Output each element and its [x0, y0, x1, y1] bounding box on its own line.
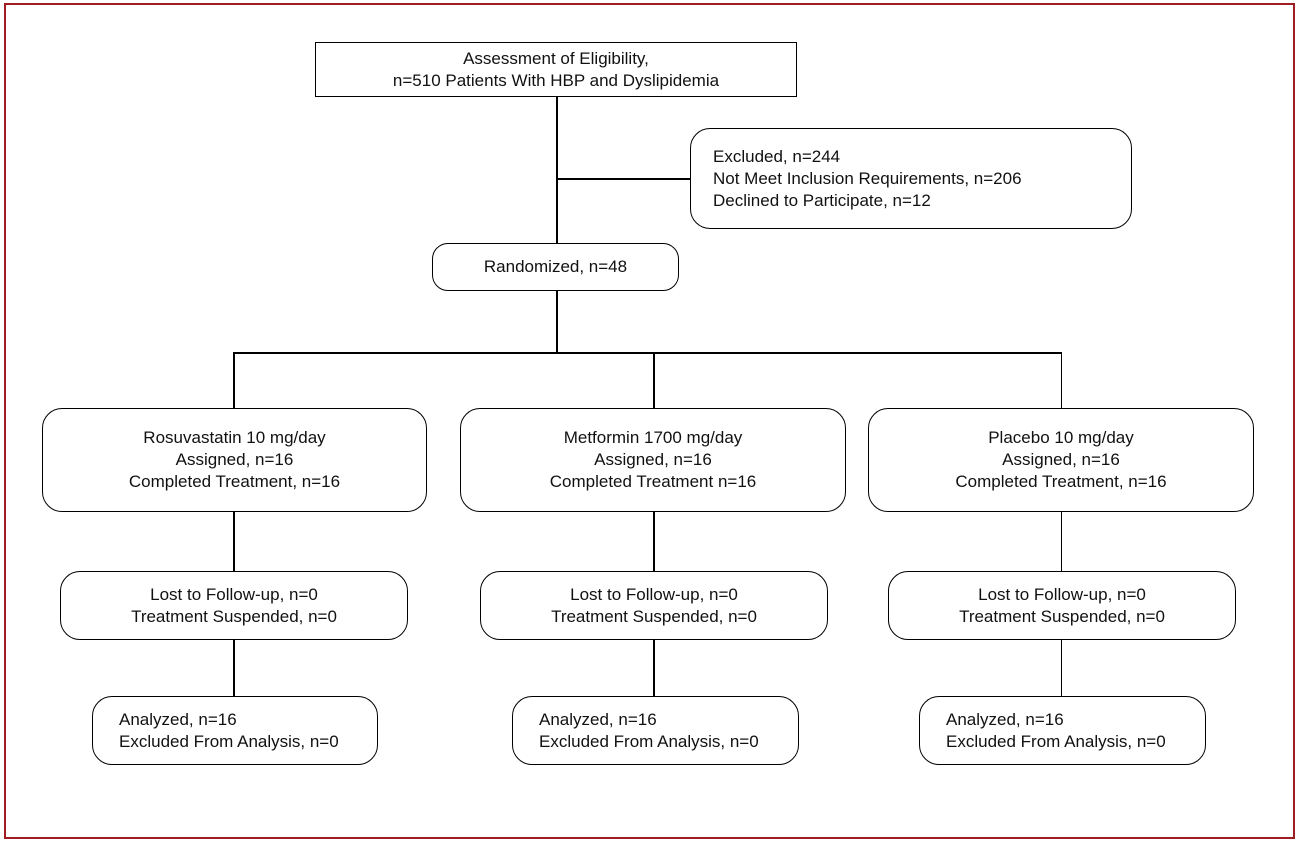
text-line: Analyzed, n=16	[946, 709, 1064, 729]
text-line: Assigned, n=16	[594, 450, 712, 469]
box-randomized: Randomized, n=48	[432, 243, 679, 291]
text-line: Analyzed, n=16	[119, 709, 237, 729]
text-line: Analyzed, n=16	[539, 709, 657, 729]
connector-followup1-to-analysis1	[233, 639, 235, 696]
connector-drop-middle	[653, 352, 655, 409]
text-line: Placebo 10 mg/day	[988, 428, 1134, 447]
text-line: Excluded From Analysis, n=0	[119, 731, 339, 751]
text-line: Declined to Participate, n=12	[713, 190, 931, 210]
text-line: Treatment Suspended, n=0	[959, 606, 1165, 626]
connector-branch-horizontal	[233, 352, 1062, 354]
text-line: Metformin 1700 mg/day	[563, 428, 743, 447]
text-line: Lost to Follow-up, n=0	[978, 584, 1146, 604]
text-line: Lost to Follow-up, n=0	[570, 584, 738, 604]
box-arm-rosuvastatin: Rosuvastatin 10 mg/day Assigned, n=16 Co…	[42, 408, 427, 512]
box-arm-placebo: Placebo 10 mg/day Assigned, n=16 Complet…	[868, 408, 1254, 512]
text-line: Completed Treatment n=16	[549, 472, 757, 491]
connector-randomized-down	[556, 291, 558, 353]
text-line: Not Meet Inclusion Requirements, n=206	[713, 168, 1022, 188]
text-line: Completed Treatment, n=16	[128, 472, 341, 491]
text-line: Excluded, n=244	[713, 146, 841, 166]
box-arm-metformin: Metformin 1700 mg/day Assigned, n=16 Com…	[460, 408, 846, 512]
connector-arm1-to-followup1	[233, 511, 235, 571]
connector-followup3-to-analysis3	[1060, 639, 1063, 696]
text-line: Treatment Suspended, n=0	[551, 606, 757, 626]
box-followup-2: Lost to Follow-up, n=0 Treatment Suspend…	[480, 571, 828, 640]
box-followup-1: Lost to Follow-up, n=0 Treatment Suspend…	[60, 571, 408, 640]
connector-arm3-to-followup3	[1060, 511, 1063, 571]
text-line: Assigned, n=16	[1002, 450, 1120, 469]
box-excluded: Excluded, n=244 Not Meet Inclusion Requi…	[690, 128, 1132, 229]
box-eligibility: Assessment of Eligibility, n=510 Patient…	[315, 42, 797, 97]
box-analysis-3: Analyzed, n=16 Excluded From Analysis, n…	[919, 696, 1206, 765]
text-line: Assessment of Eligibility,	[463, 48, 649, 68]
connector-drop-left	[233, 352, 235, 409]
text-line: Excluded From Analysis, n=0	[946, 731, 1166, 751]
connector-followup2-to-analysis2	[653, 639, 655, 696]
text-line: Excluded From Analysis, n=0	[539, 731, 759, 751]
text-line: Treatment Suspended, n=0	[131, 606, 337, 626]
connector-drop-right	[1060, 352, 1063, 409]
connector-eligibility-to-randomized	[556, 97, 558, 245]
connector-to-excluded	[556, 178, 690, 180]
box-analysis-2: Analyzed, n=16 Excluded From Analysis, n…	[512, 696, 799, 765]
connector-arm2-to-followup2	[653, 511, 655, 571]
box-followup-3: Lost to Follow-up, n=0 Treatment Suspend…	[888, 571, 1236, 640]
text-line: Assigned, n=16	[175, 450, 294, 469]
text-line: n=510 Patients With HBP and Dyslipidemia	[392, 70, 720, 90]
text-line: Completed Treatment, n=16	[955, 472, 1167, 491]
text-line: Rosuvastatin 10 mg/day	[143, 428, 326, 447]
box-analysis-1: Analyzed, n=16 Excluded From Analysis, n…	[92, 696, 378, 765]
text-line: Randomized, n=48	[483, 257, 628, 276]
text-line: Lost to Follow-up, n=0	[150, 584, 318, 604]
